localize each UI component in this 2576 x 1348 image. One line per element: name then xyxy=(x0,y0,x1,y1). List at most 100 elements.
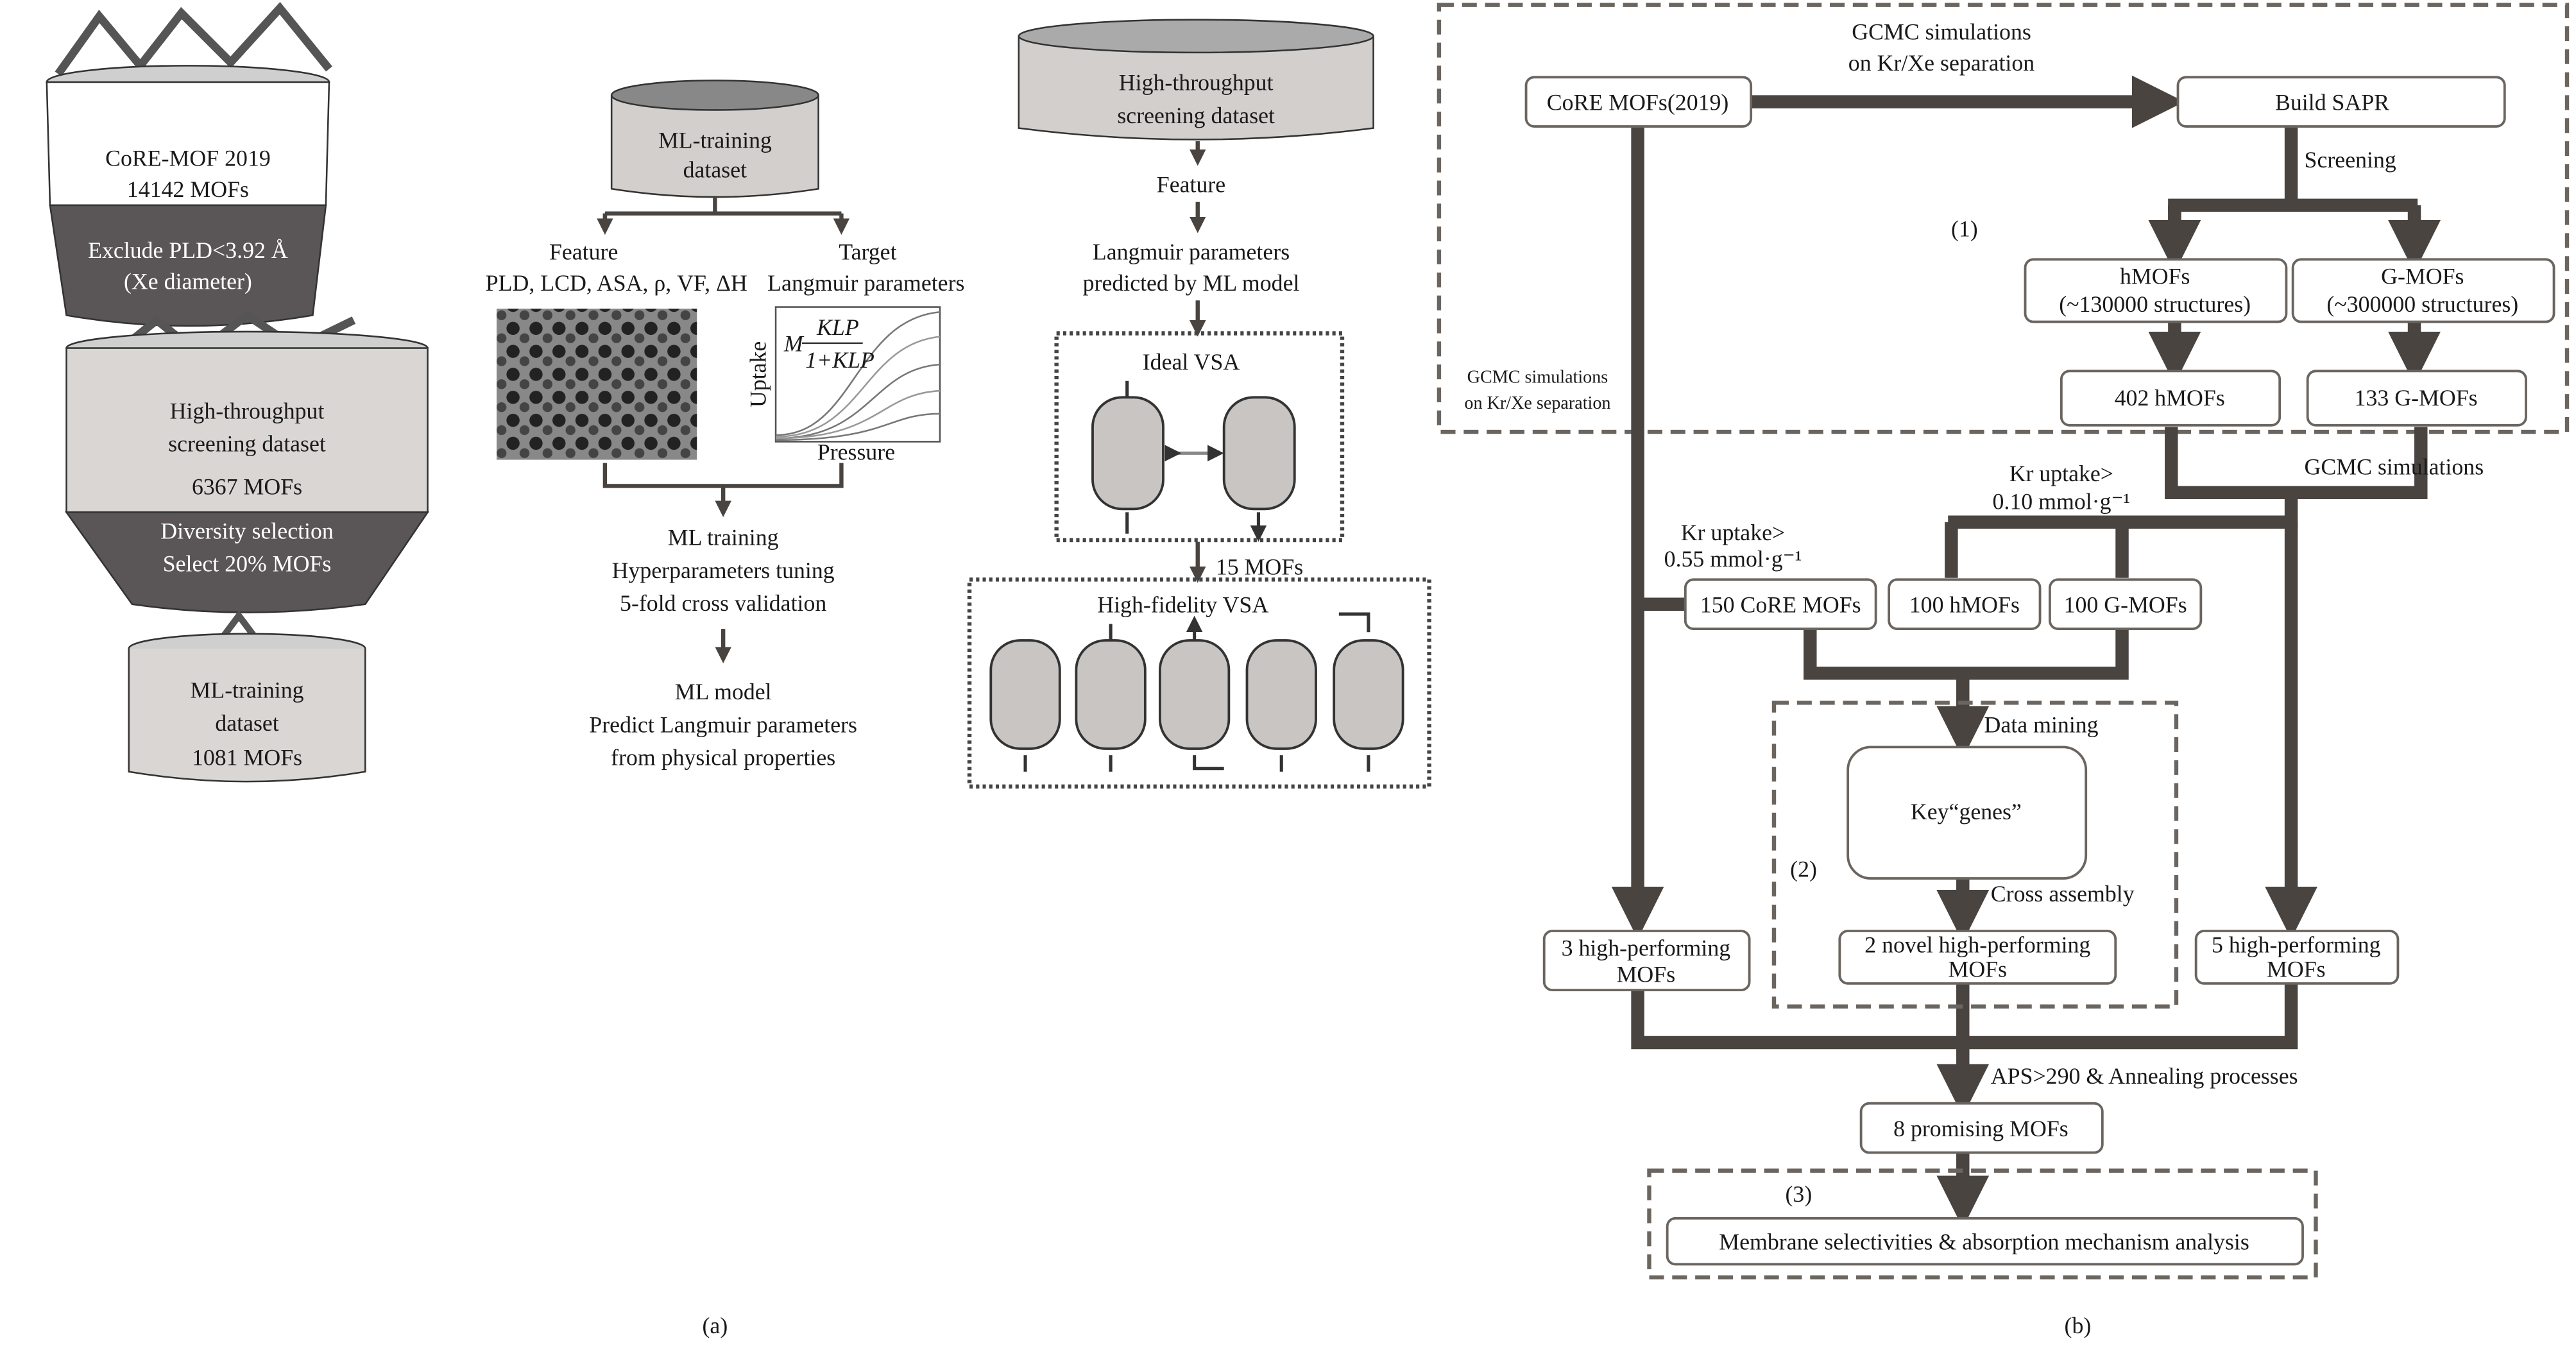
ml-dataset-count: 1081 MOFs xyxy=(192,745,302,771)
feature-list: PLD, LCD, ASA, ρ, VF, ΔH xyxy=(486,270,747,296)
gcmc-top-1: GCMC simulations xyxy=(1852,19,2031,44)
cross-validation-step: 5-fold cross validation xyxy=(620,590,826,616)
column-icon xyxy=(1075,639,1147,750)
hp5-label-1: 5 high-performing xyxy=(2212,932,2381,957)
novel-node xyxy=(1838,930,2117,985)
cross-assembly-label: Cross assembly xyxy=(1991,881,2135,907)
column-icon xyxy=(1245,639,1317,750)
membrane-node xyxy=(1666,1216,2304,1266)
aps-label: APS>290 & Annealing processes xyxy=(1991,1063,2298,1089)
h100-node xyxy=(1888,578,2042,631)
core-mofs-label: CoRE MOFs(2019) xyxy=(1547,89,1729,115)
kr010-label-2: 0.10 mmol·g⁻¹ xyxy=(1992,488,2130,514)
select-label: Select 20% MOFs xyxy=(163,551,332,577)
section-3-label: (3) xyxy=(1785,1181,1812,1207)
key-genes-node xyxy=(1847,746,2088,880)
hyperparameter-step: Hyperparameters tuning xyxy=(612,558,835,583)
ml-dataset-label-2: dataset xyxy=(215,710,278,736)
langmuir-plot: M KLP 1+KLP Uptake Pressure xyxy=(746,306,941,465)
section-3-box xyxy=(1647,1168,2318,1280)
hmofs-402-label: 402 hMOFs xyxy=(2115,385,2225,411)
kr055-label-2: 0.55 mmol·g⁻¹ xyxy=(1664,546,1802,572)
column-icon xyxy=(1091,396,1164,511)
ml-model-desc-1: Predict Langmuir parameters xyxy=(589,712,857,737)
g100-node xyxy=(2048,578,2203,631)
ml-training-flow: ML-training dataset Feature PLD, LCD, AS… xyxy=(486,80,964,771)
gcmc-side-2: on Kr/Xe separation xyxy=(1464,393,1610,413)
formula-denominator: 1+KLP xyxy=(805,347,874,373)
section-2-label: (2) xyxy=(1790,857,1817,882)
section-2-box xyxy=(1771,701,2179,1009)
hp3-label-1: 3 high-performing xyxy=(1562,935,1731,960)
hts-db-label-2: screening dataset xyxy=(1117,103,1275,128)
column-icon xyxy=(989,639,1061,750)
hp5-node xyxy=(2194,930,2400,985)
exclude-label: Exclude PLD<3.92 Å xyxy=(88,237,288,263)
gmofs-node xyxy=(2291,258,2555,323)
promising-label: 8 promising MOFs xyxy=(1893,1116,2068,1141)
column-icon xyxy=(1333,639,1404,750)
kr010-label-1: Kr uptake> xyxy=(2009,461,2113,486)
funnel-pipeline: CoRE-MOF 2019 14142 MOFs Exclude PLD<3.9… xyxy=(46,1,429,783)
ml-model-label: ML model xyxy=(675,679,772,704)
target-label: Target xyxy=(839,239,896,264)
core150-label: 150 CoRE MOFs xyxy=(1700,592,1861,618)
feature-label: Feature xyxy=(549,239,618,264)
section-1-box xyxy=(1437,3,2570,434)
h100-label: 100 hMOFs xyxy=(1909,592,2020,618)
high-fidelity-vsa-box xyxy=(967,577,1431,789)
column-icon xyxy=(1222,396,1296,511)
panel-b-flowchart: GCMC simulations on Kr/Xe separation (1)… xyxy=(1437,3,2570,1280)
formula-m: M xyxy=(783,331,805,357)
kr055-label-1: Kr uptake> xyxy=(1681,520,1785,545)
novel-label-2: MOFs xyxy=(1949,957,2008,982)
hmofs-402-node xyxy=(2060,370,2282,427)
core150-node xyxy=(1684,578,1877,631)
plot-y-label: Uptake xyxy=(746,341,771,407)
pred-label-1: Langmuir parameters xyxy=(1093,239,1290,264)
core-mofs-node xyxy=(1524,76,1753,128)
gcmc-top-2: on Kr/Xe separation xyxy=(1848,50,2034,76)
key-genes-label: Key“genes” xyxy=(1911,799,2022,824)
hp3-node xyxy=(1542,930,1751,992)
ml-dataset-label-1: ML-training xyxy=(191,678,304,703)
gmofs-desc: (~300000 structures) xyxy=(2326,291,2518,317)
column-icon xyxy=(1158,639,1231,750)
gmofs-133-label: 133 G-MOFs xyxy=(2355,385,2478,411)
ml-model-desc-2: from physical properties xyxy=(611,745,835,771)
build-sapr-label: Build SAPR xyxy=(2275,89,2389,115)
membrane-label: Membrane selectivities & absorption mech… xyxy=(1719,1229,2249,1254)
core-mof-count: 14142 MOFs xyxy=(127,176,249,202)
hts-dataset-label-2: screening dataset xyxy=(168,431,326,457)
gcmc-mid-label: GCMC simulations xyxy=(2305,454,2484,480)
xe-diameter-label: (Xe diameter) xyxy=(124,268,252,294)
gmofs-label: G-MOFs xyxy=(2381,264,2464,289)
hp3-label-2: MOFs xyxy=(1617,961,1676,987)
mof-structures-top xyxy=(55,1,332,76)
g100-label: 100 G-MOFs xyxy=(2064,592,2187,618)
hmofs-node xyxy=(2024,258,2288,323)
hp5-label-2: MOFs xyxy=(2267,957,2326,982)
ideal-vsa-box xyxy=(1054,331,1345,543)
panel-b-label: (b) xyxy=(2065,1313,2092,1338)
novel-label-1: 2 novel high-performing xyxy=(1864,932,2090,957)
promising-node xyxy=(1859,1102,2104,1154)
ml-training-step: ML training xyxy=(668,525,779,550)
screening-flow: High-throughput screening dataset Featur… xyxy=(967,19,1431,789)
target-desc: Langmuir parameters xyxy=(767,270,964,296)
diversity-label: Diversity selection xyxy=(160,518,334,543)
gcmc-side-1: GCMC simulations xyxy=(1467,367,1608,387)
hts-dataset-label-1: High-throughput xyxy=(170,398,325,424)
gmofs-133-node xyxy=(2306,370,2527,427)
ml-db-label-1: ML-training xyxy=(658,127,772,153)
core-mof-title: CoRE-MOF 2019 xyxy=(105,145,271,171)
high-fidelity-label: High-fidelity VSA xyxy=(1097,592,1268,618)
section-1-label: (1) xyxy=(1951,216,1978,242)
panel-a-label: (a) xyxy=(703,1313,728,1338)
data-mining-label: Data mining xyxy=(1984,712,2099,737)
hts-db-label-1: High-throughput xyxy=(1119,70,1274,96)
hts-count: 6367 MOFs xyxy=(192,474,302,499)
hmofs-desc: (~130000 structures) xyxy=(2059,291,2251,317)
screening-label: Screening xyxy=(2305,147,2396,173)
